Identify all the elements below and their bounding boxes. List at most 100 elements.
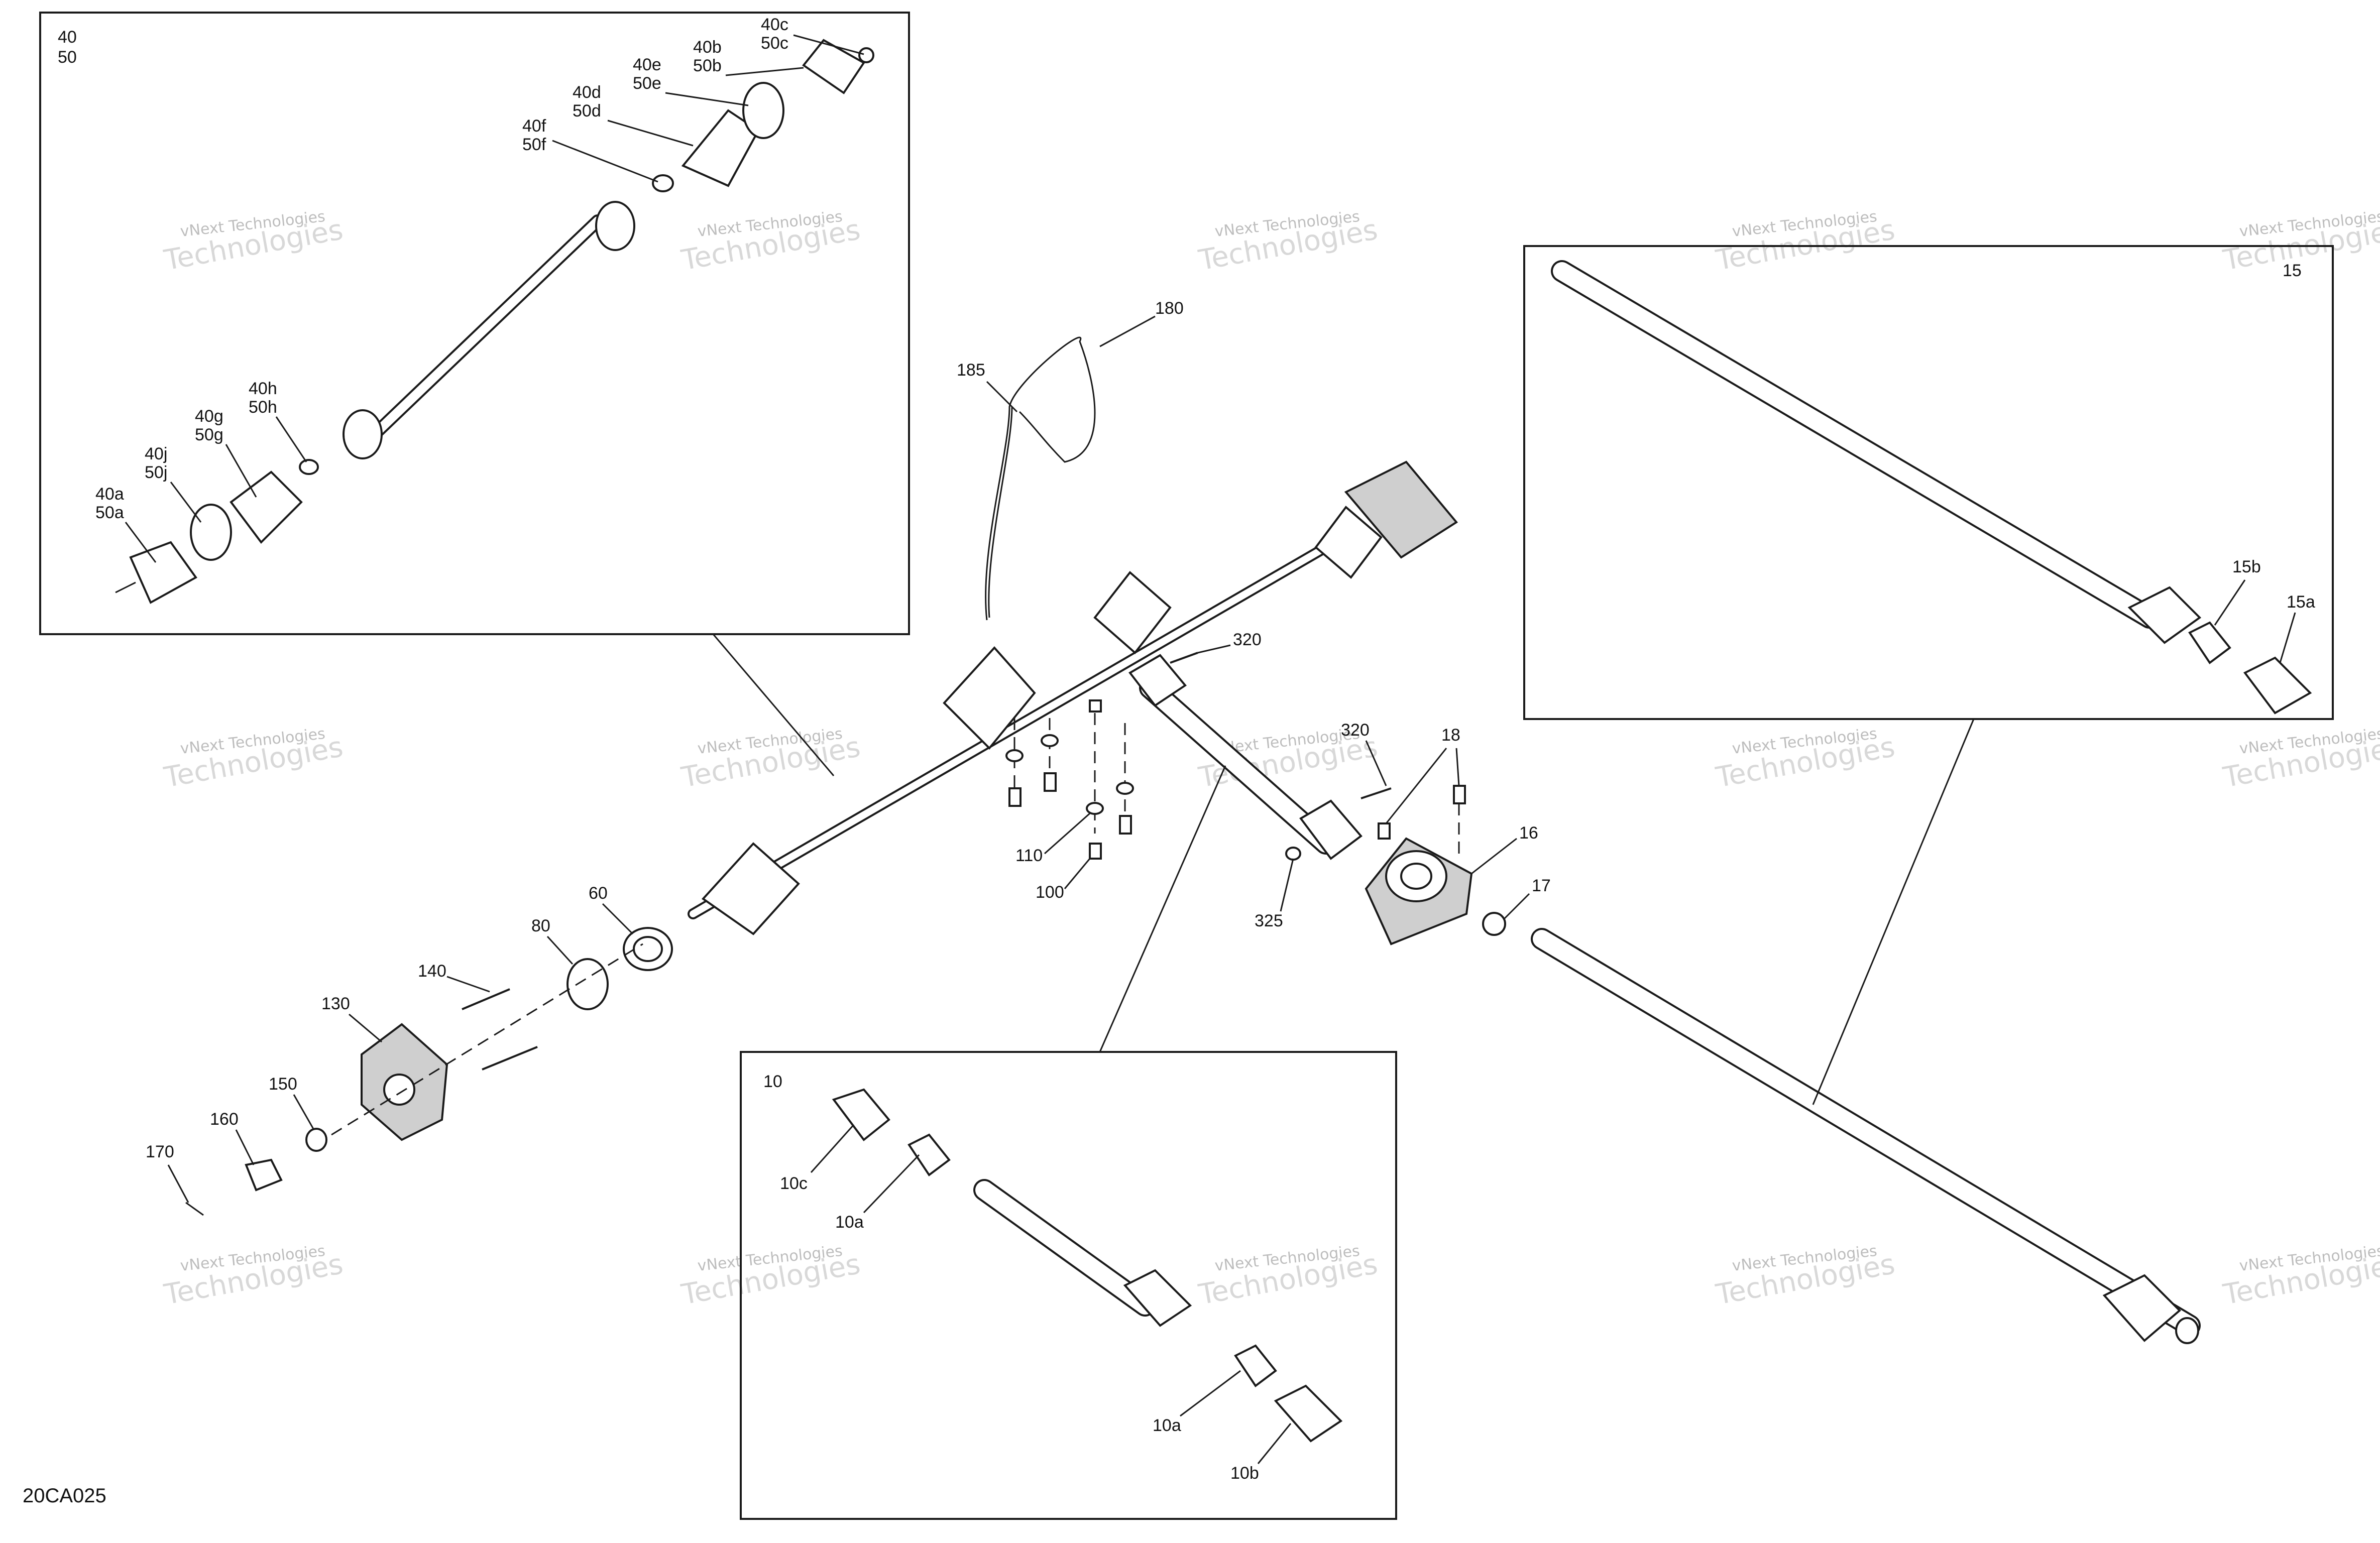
- wheel-hub-assembly: [185, 927, 673, 1216]
- detail-box-rear-shaft: 15: [1523, 245, 2334, 720]
- callout-40d: 40d 50d: [573, 83, 694, 147]
- svg-text:40e: 40e: [633, 55, 661, 74]
- callout-40e: 40e 50e: [633, 55, 749, 106]
- svg-text:40c: 40c: [761, 15, 788, 34]
- callout-325: 325: [1255, 858, 1294, 930]
- callout-16: 16: [1471, 823, 1538, 875]
- u-joint-cross: [1234, 1344, 1277, 1387]
- svg-text:15a: 15a: [2287, 592, 2315, 612]
- svg-text:17: 17: [1532, 876, 1551, 895]
- callout-40f: 40f 50f: [522, 116, 658, 183]
- inner-cv-spider: [595, 201, 635, 251]
- svg-text:40g: 40g: [195, 407, 223, 426]
- callout-40g: 40g 50g: [195, 407, 257, 498]
- watermark-tile: Technologies vNext Technologies: [2220, 1242, 2380, 1312]
- svg-text:40h: 40h: [249, 379, 277, 398]
- detail-box-prop-shaft: 10: [740, 1051, 1397, 1520]
- callout-100: 100: [1036, 858, 1091, 902]
- brake-line: [985, 336, 1096, 621]
- callout-110: 110: [1015, 812, 1090, 865]
- axle-shaft-exploded: [343, 201, 635, 459]
- box-label: 50: [58, 48, 77, 67]
- callout-180: 180: [1099, 299, 1184, 347]
- watermark-tile: Technologies vNext Technologies: [1196, 208, 1380, 277]
- callout-40a: 40a 50a: [95, 485, 157, 563]
- svg-text:320: 320: [1233, 630, 1262, 649]
- rear-prop-shaft: [1531, 928, 2201, 1344]
- fasteners-group: [1005, 699, 1134, 860]
- differential-housing: [1344, 460, 1458, 559]
- front-prop-shaft: [1128, 652, 1392, 861]
- callout-160: 160: [210, 1110, 255, 1165]
- outer-boot: [230, 470, 303, 544]
- u-joint-cross: [2188, 621, 2231, 664]
- inner-cv-parts: [652, 39, 874, 192]
- box-connector-line: [1099, 765, 1226, 1052]
- svg-text:80: 80: [531, 916, 550, 935]
- watermark-tile: Technologies vNext Technologies: [678, 1242, 863, 1312]
- svg-text:15b: 15b: [2232, 557, 2261, 576]
- svg-text:18: 18: [1441, 726, 1460, 745]
- slip-yoke: [2243, 656, 2312, 715]
- svg-text:50j: 50j: [145, 463, 167, 482]
- callout-150: 150: [269, 1075, 315, 1130]
- callout-15a: 15a: [2279, 592, 2315, 663]
- svg-text:325: 325: [1255, 911, 1283, 930]
- svg-text:185: 185: [957, 361, 985, 380]
- callout-17: 17: [1503, 876, 1551, 920]
- callout-185: 185: [957, 361, 1018, 413]
- watermark-tile: Technologies vNext Technologies: [678, 208, 863, 277]
- axle-outer-boot: [701, 842, 800, 935]
- center-support-bearing: [1365, 785, 1506, 945]
- svg-text:110: 110: [1015, 846, 1043, 865]
- callout-10a-bottom: 10a: [1153, 1370, 1241, 1435]
- box-label: 15: [2283, 261, 2302, 280]
- svg-text:160: 160: [210, 1110, 239, 1129]
- outer-cv-parts: [115, 459, 319, 604]
- callout-18: 18: [1385, 726, 1460, 824]
- rear-shaft-yoke: [2102, 1274, 2181, 1342]
- callout-10a-top: 10a: [835, 1154, 920, 1232]
- svg-text:150: 150: [269, 1075, 297, 1094]
- callout-10c: 10c: [780, 1124, 855, 1193]
- svg-text:10a: 10a: [835, 1213, 864, 1232]
- detail-box-frame: [1523, 245, 2334, 720]
- hub-washer: [305, 1128, 327, 1152]
- svg-text:10a: 10a: [1153, 1416, 1181, 1435]
- callout-40j: 40j 50j: [145, 444, 202, 523]
- svg-text:16: 16: [1519, 823, 1538, 843]
- prop-yoke-rear: [1299, 799, 1363, 860]
- outer-cv-joint: [129, 541, 197, 604]
- axle-mid-boot: [943, 646, 1036, 750]
- watermark-tile: Technologies vNext Technologies: [1713, 725, 1897, 794]
- svg-text:140: 140: [418, 962, 446, 981]
- callout-10b: 10b: [1230, 1423, 1292, 1483]
- end-yoke: [1274, 1384, 1343, 1443]
- callout-40b: 40b 50b: [693, 38, 804, 76]
- svg-text:10b: 10b: [1230, 1464, 1259, 1483]
- svg-text:40a: 40a: [95, 485, 124, 504]
- watermark-tile: Technologies vNext Technologies: [161, 208, 346, 277]
- svg-text:50d: 50d: [573, 101, 601, 121]
- svg-text:320: 320: [1341, 721, 1370, 740]
- callout-60: 60: [589, 884, 634, 935]
- box-label: 10: [763, 1072, 782, 1091]
- box-label: 40: [58, 28, 77, 47]
- callout-40h: 40h 50h: [249, 379, 307, 462]
- watermark-tile: Technologies vNext Technologies: [161, 1242, 346, 1312]
- detail-box-frame: [740, 1051, 1397, 1520]
- watermark-tile: Technologies vNext Technologies: [678, 725, 863, 794]
- axle-diff-boot: [1314, 506, 1383, 579]
- retaining-ring: [566, 958, 609, 1010]
- svg-text:40f: 40f: [522, 116, 546, 136]
- detail-box-front-axle: 40 50 40c 50c: [39, 12, 910, 635]
- box-connector-line: [712, 634, 835, 776]
- callout-80: 80: [531, 916, 574, 965]
- callout-320-top: 320: [1197, 630, 1262, 654]
- svg-text:50c: 50c: [761, 34, 788, 53]
- svg-text:40b: 40b: [693, 38, 722, 57]
- callout-140: 140: [418, 962, 490, 993]
- inner-cv-joint: [802, 39, 865, 94]
- watermark-tile: Technologies vNext Technologies: [161, 725, 346, 794]
- snap-ring: [1482, 912, 1506, 936]
